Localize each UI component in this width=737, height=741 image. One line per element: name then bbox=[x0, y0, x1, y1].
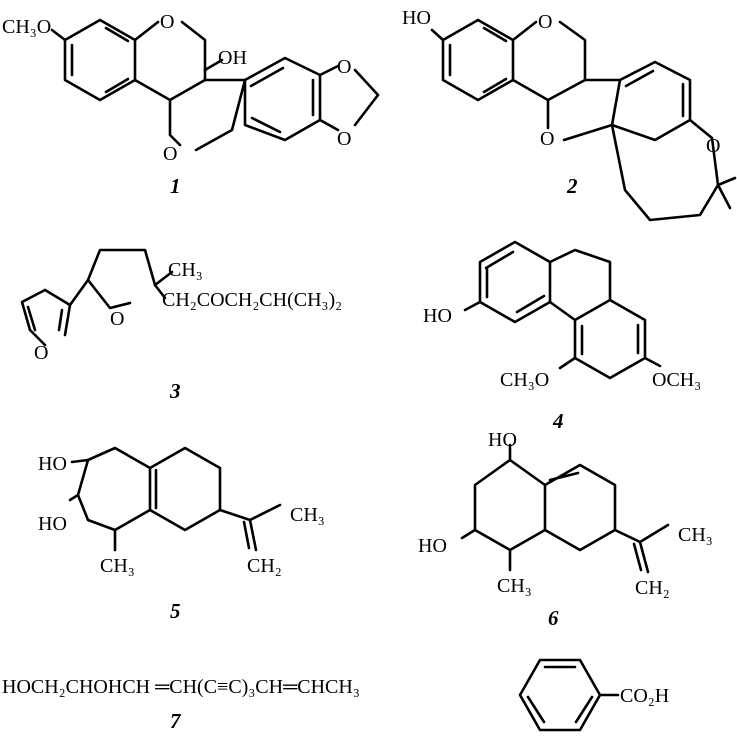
s5-ho1: HO bbox=[38, 453, 67, 475]
s2-benzene-inner bbox=[448, 26, 508, 94]
s5-ch3-side: CH₃ bbox=[290, 504, 325, 526]
s8-benzene-ring bbox=[518, 658, 602, 732]
s2-furan-ring bbox=[546, 78, 622, 142]
s7-formula: HOCH₂CHOHCH ═CH(C≡C)₃CH═CHCH₃ bbox=[2, 676, 360, 698]
s3-ch3-label: CH₃ bbox=[168, 259, 203, 281]
s6-left-ring bbox=[473, 458, 547, 552]
s2-pyran-ring bbox=[511, 20, 587, 102]
s1-ring-o: O bbox=[160, 11, 174, 33]
s6-ho2: HO bbox=[418, 535, 447, 557]
s6-ho1: HO bbox=[488, 429, 517, 451]
s6-isopropenyl bbox=[613, 523, 670, 574]
s1-dioxole-o1: O bbox=[337, 56, 351, 78]
s3-number: 3 bbox=[169, 379, 181, 403]
s4-ho-label: HO bbox=[423, 305, 452, 327]
s1-pyran-ring bbox=[133, 20, 207, 102]
s2-ho-bond bbox=[430, 28, 445, 42]
s4-ethano bbox=[548, 248, 612, 322]
structure-1: CH₃O O OH O O O 1 bbox=[2, 11, 380, 198]
s1-och3-label: CH₃O bbox=[2, 16, 51, 38]
s3-chain-label: CH₂COCH₂CH(CH₃)₂ bbox=[162, 289, 342, 311]
s6-ho-bond-mid bbox=[460, 528, 477, 540]
s6-right-ring bbox=[543, 463, 617, 552]
s4-ho-bond bbox=[463, 300, 482, 312]
s7-number: 7 bbox=[170, 709, 182, 733]
s1-dioxole-o2: O bbox=[337, 128, 351, 150]
structure-8: CO₂H bbox=[518, 658, 669, 732]
s2-ho-label: HO bbox=[402, 7, 431, 29]
s2-number: 2 bbox=[566, 174, 578, 198]
s6-ch3-side: CH₃ bbox=[678, 524, 713, 546]
s5-right-ring bbox=[148, 446, 222, 532]
s5-left-ring bbox=[76, 446, 152, 532]
s1-oh-bond bbox=[203, 58, 224, 72]
s1-furan-ring bbox=[168, 78, 247, 152]
structure-6: HO HO CH₃ CH₃ CH₂ 6 bbox=[418, 429, 713, 630]
s4-left-ring bbox=[478, 240, 552, 324]
s5-ho-bonds bbox=[68, 458, 90, 502]
s1-benzene-inner-bonds bbox=[70, 26, 130, 94]
s5-number: 5 bbox=[170, 599, 181, 623]
s3-link bbox=[68, 278, 90, 307]
s5-ch2: CH₂ bbox=[247, 555, 282, 577]
structure-7: HOCH₂CHOHCH ═CH(C≡C)₃CH═CHCH₃ 7 bbox=[2, 676, 360, 733]
s5-isopropenyl bbox=[218, 503, 282, 552]
s2-pyran-gem bbox=[610, 118, 737, 222]
s6-ch3: CH₃ bbox=[497, 575, 532, 597]
s4-right-ring bbox=[573, 298, 647, 380]
s8-co2h-label: CO₂H bbox=[620, 685, 669, 707]
s1-number: 1 bbox=[170, 174, 181, 198]
structure-5: HO HO CH₃ CH₃ CH₂ 5 bbox=[38, 446, 325, 623]
s3-furan-o: O bbox=[34, 342, 48, 364]
s1-dioxole bbox=[318, 64, 380, 132]
s2-right-benzene bbox=[610, 60, 692, 142]
structure-4: HO CH₃O OCH₃ 4 bbox=[423, 240, 701, 433]
s8-benzene-inner bbox=[526, 665, 594, 724]
s1-right-benzene bbox=[243, 56, 322, 142]
s3-ch3-bond bbox=[153, 270, 174, 287]
s4-och3-bonds bbox=[558, 356, 662, 370]
s4-och3-right: OCH₃ bbox=[652, 369, 701, 391]
structure-3: O O CH₃ CH₂COCH₂CH(CH₃)₂ 3 bbox=[20, 248, 342, 403]
s1-right-benzene-inner bbox=[249, 66, 315, 134]
s1-och3-bond bbox=[50, 28, 67, 42]
s3-thf-o: O bbox=[110, 308, 124, 330]
s5-ch3: CH₃ bbox=[100, 555, 135, 577]
s2-furan-o: O bbox=[540, 128, 554, 150]
s4-och3-left: CH₃O bbox=[500, 369, 549, 391]
s6-number: 6 bbox=[548, 606, 559, 630]
s2-right-benzene-inner bbox=[624, 69, 685, 118]
s1-benzene-ring bbox=[63, 18, 137, 102]
s2-benzene-ring bbox=[441, 18, 515, 102]
s3-furan-ring bbox=[20, 288, 72, 347]
s5-ho2: HO bbox=[38, 513, 67, 535]
structure-2: HO O O O 2 bbox=[402, 7, 737, 222]
s2-pyran-o: O bbox=[706, 135, 720, 157]
s3-chain-bond bbox=[153, 283, 167, 300]
s3-thf-ring bbox=[86, 248, 157, 310]
s2-ring-o: O bbox=[538, 11, 552, 33]
s1-oh-label: OH bbox=[218, 47, 247, 69]
s6-ch2: CH₂ bbox=[635, 577, 670, 599]
s4-number: 4 bbox=[552, 409, 564, 433]
s1-furan-o: O bbox=[163, 143, 177, 165]
